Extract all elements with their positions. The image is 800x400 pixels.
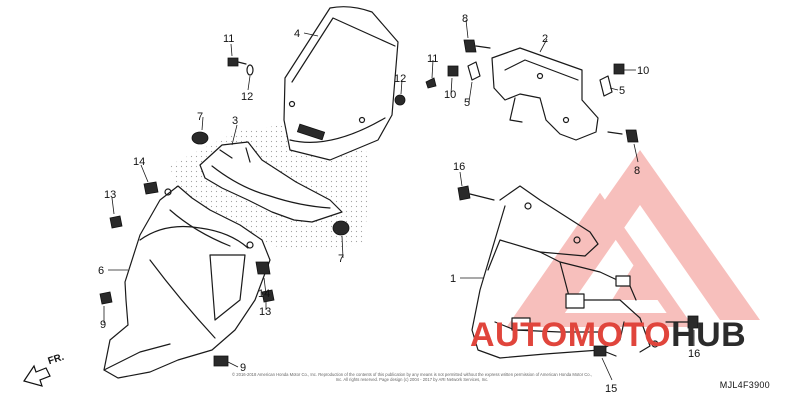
callout-7: 7 (338, 253, 344, 265)
callout-11: 11 (427, 53, 438, 65)
callout-10: 10 (637, 65, 649, 77)
callout-4: 4 (294, 28, 300, 40)
leader-lines (103, 19, 695, 381)
upper-bracket-part (491, 47, 599, 141)
callout-12: 12 (394, 73, 406, 85)
front-arrow-icon (23, 364, 51, 387)
callout-8: 8 (634, 165, 640, 177)
callout-9: 9 (100, 319, 106, 331)
diagram-code: MJL4F3900 (719, 380, 770, 390)
callout-10: 10 (444, 89, 456, 101)
callout-16: 16 (688, 348, 700, 360)
callout-1: 1 (450, 273, 456, 285)
callout-11: 11 (223, 33, 234, 45)
copyright-notice: © 2016-2018 American Honda Motor Co., In… (232, 372, 592, 382)
callout-12: 12 (241, 91, 253, 103)
cowl-stay-frame-part (471, 185, 659, 359)
callout-8: 8 (462, 13, 468, 25)
front-cowl-part (103, 185, 271, 379)
callout-13: 13 (104, 189, 116, 201)
callout-13: 13 (259, 306, 271, 318)
callout-14: 14 (258, 288, 270, 300)
callout-2: 2 (542, 33, 548, 45)
callout-9: 9 (240, 362, 246, 374)
callout-3: 3 (232, 115, 238, 127)
watermark-text-dark: HUB (671, 316, 747, 354)
callout-15: 15 (605, 383, 617, 395)
hardware-parts (99, 39, 699, 367)
callout-labels: 11 12 4 11 12 7 3 14 13 6 7 14 13 9 9 8 … (98, 13, 700, 395)
watermark-text-red: AUTOMOTO (470, 316, 672, 354)
inner-cowl-part (199, 141, 343, 223)
callout-14: 14 (133, 156, 145, 168)
callout-6: 6 (98, 265, 104, 277)
windscreen-part (283, 6, 399, 161)
watermark-text: AUTOMOTOHUB (470, 316, 746, 355)
callout-7: 7 (197, 111, 203, 123)
callout-5: 5 (619, 85, 625, 97)
callout-16: 16 (453, 161, 465, 173)
callout-5: 5 (464, 97, 470, 109)
